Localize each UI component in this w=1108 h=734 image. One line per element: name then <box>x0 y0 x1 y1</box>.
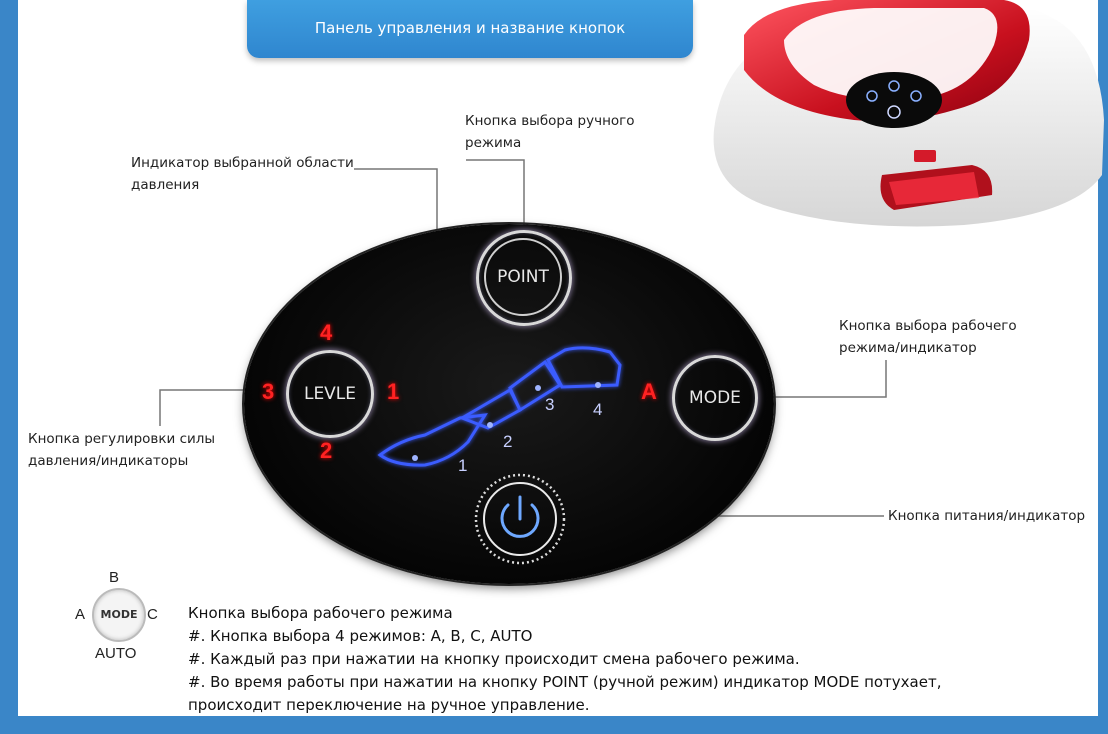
level-button[interactable]: LEVLE <box>286 350 374 438</box>
level-indicator-1: 1 <box>387 379 400 404</box>
point-button-label-line2: режима <box>465 135 522 151</box>
power-button-label: Кнопка питания/индикатор <box>888 508 1086 524</box>
zone-digit-1: 1 <box>458 456 468 475</box>
level-indicator-4: 4 <box>320 320 333 345</box>
level-button-label-line2: давления/индикаторы <box>28 453 189 469</box>
mode-button-label: Кнопка выбора рабочего режима/индикатор <box>839 315 1017 359</box>
power-icon <box>500 495 540 538</box>
zone-digit-2: 2 <box>503 432 513 451</box>
zone-digit-4: 4 <box>593 400 603 419</box>
pressure-area-indicator-label-line2: давления <box>131 177 200 193</box>
mode-legend-badge: MODE <box>92 588 146 642</box>
point-button-label-text: POINT <box>484 238 562 316</box>
point-button[interactable]: POINT <box>476 230 572 326</box>
mode-description: Кнопка выбора рабочего режима #. Кнопка … <box>188 602 941 717</box>
level-indicator-3: 3 <box>262 379 275 404</box>
description-line-2: #. Кнопка выбора 4 режимов: A, B, C, AUT… <box>188 627 533 645</box>
point-button-label-line1: Кнопка выбора ручного <box>465 113 635 129</box>
device-photo <box>713 0 1104 227</box>
mode-indicator-a: A <box>641 379 657 404</box>
leader-mode <box>760 360 887 398</box>
mode-legend-a: A <box>75 606 86 623</box>
mode-button[interactable]: MODE <box>672 355 758 441</box>
leg-zone-4 <box>546 346 622 389</box>
description-line-5: происходит переключение на ручное управл… <box>188 696 590 714</box>
level-button-label: Кнопка регулировки силы давления/индикат… <box>28 428 215 472</box>
pressure-area-indicator-label: Индикатор выбранной области давления <box>131 152 354 196</box>
description-line-4: #. Во время работы при нажатии на кнопку… <box>188 673 942 691</box>
mode-button-label-line2: режима/индикатор <box>839 340 977 356</box>
description-line-1: Кнопка выбора рабочего режима <box>188 604 453 622</box>
point-button-label: Кнопка выбора ручного режима <box>465 110 635 154</box>
level-button-label-line1: Кнопка регулировки силы <box>28 431 216 447</box>
leader-point <box>466 159 525 230</box>
level-indicator-2: 2 <box>320 438 333 463</box>
power-button[interactable] <box>470 469 570 569</box>
zone-digit-3: 3 <box>545 395 555 414</box>
leg-zone-indicator <box>377 346 622 467</box>
mode-legend-auto: AUTO <box>95 645 137 662</box>
mode-legend-b: B <box>109 569 120 586</box>
mode-button-label-line1: Кнопка выбора рабочего <box>839 318 1017 334</box>
header-tab: Панель управления и название кнопок <box>247 0 693 58</box>
mode-legend-c: C <box>147 606 158 623</box>
leader-level <box>159 389 285 426</box>
description-line-3: #. Каждый раз при нажатии на кнопку прои… <box>188 650 800 668</box>
pressure-area-indicator-label-line1: Индикатор выбранной области <box>131 155 354 171</box>
leg-zone-1 <box>377 413 488 467</box>
